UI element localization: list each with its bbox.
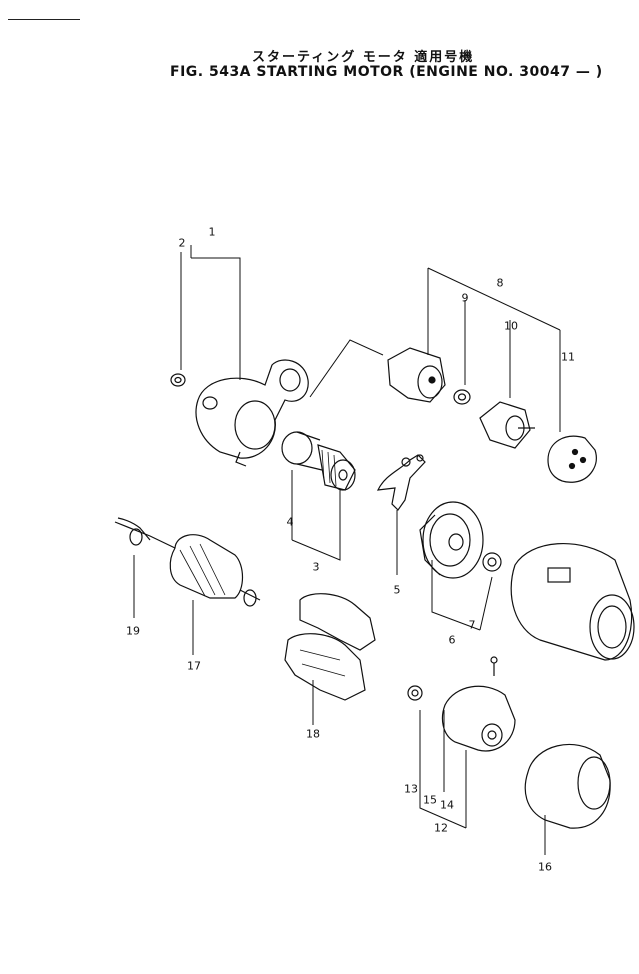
part-14-brush-holder (441, 656, 516, 752)
part-13-bushing (407, 685, 423, 701)
callout-4: 4 (286, 515, 294, 529)
callout-18: 18 (306, 727, 320, 741)
yoke-field-frame (510, 543, 635, 661)
callout-17: 17 (187, 659, 201, 673)
callout-6: 6 (448, 633, 456, 647)
title-japanese: スターティング モータ 適用号機 (252, 50, 475, 65)
part-5-lever (377, 454, 426, 511)
callout-10: 10 (504, 319, 518, 333)
callout-3: 3 (312, 560, 320, 574)
part-2-bushing (170, 373, 186, 387)
part-10-contact (479, 401, 535, 449)
part-7-bearing (482, 552, 502, 572)
part-8-solenoid (387, 347, 446, 403)
callout-8: 8 (496, 276, 504, 290)
part-9-ring (453, 389, 471, 405)
part-3-pinion (317, 444, 356, 491)
callout-13: 13 (404, 782, 418, 796)
callout-2: 2 (178, 236, 186, 250)
part-11-cap (547, 435, 597, 483)
part-17-armature (114, 517, 261, 607)
part-18-field-coil (284, 593, 376, 701)
callout-14: 14 (440, 798, 454, 812)
callout-11: 11 (561, 350, 575, 364)
part-4-clutch (281, 431, 323, 471)
leader-lines (133, 245, 561, 855)
callout-16: 16 (538, 860, 552, 874)
callout-5: 5 (393, 583, 401, 597)
callout-15: 15 (423, 793, 437, 807)
header-rule (8, 19, 80, 20)
part-6-bracket (419, 501, 484, 579)
callout-12: 12 (434, 821, 448, 835)
callout-19: 19 (126, 624, 140, 638)
part-1-housing (195, 359, 309, 467)
callout-9: 9 (461, 291, 469, 305)
part-19-ring (129, 528, 143, 546)
figure-title: FIG. 543A STARTING MOTOR (ENGINE NO. 300… (170, 64, 603, 80)
callout-7: 7 (468, 618, 476, 632)
part-16-rear-cover (524, 743, 611, 829)
callout-1: 1 (208, 225, 216, 239)
